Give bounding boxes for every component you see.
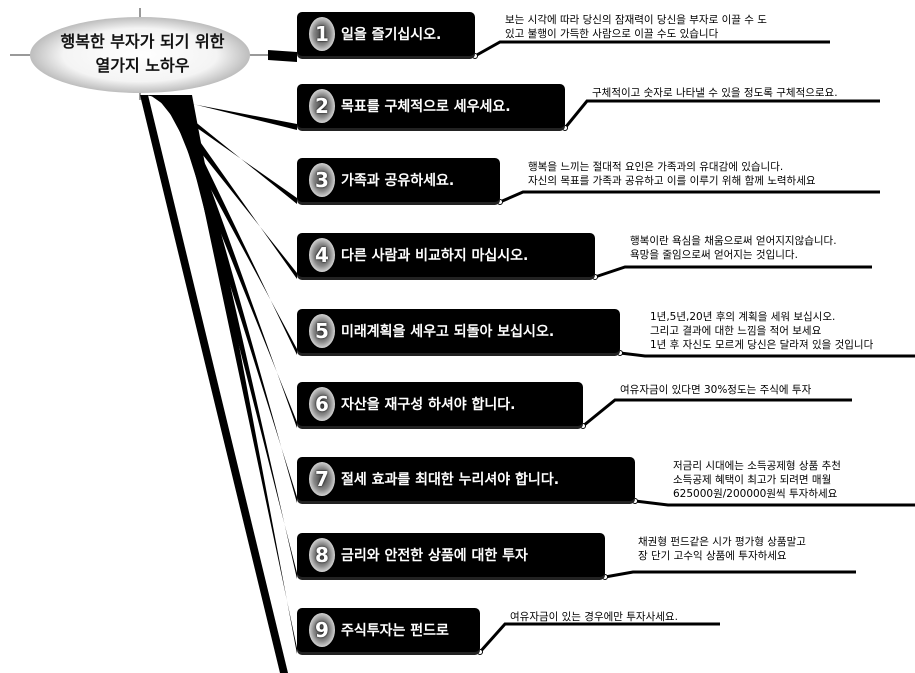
step-label: 일을 즐기십시오. — [341, 27, 442, 43]
step-box-2: 2 목표를 구체적으로 세우세요. — [297, 84, 565, 128]
number-badge: 4 — [309, 238, 335, 272]
step-note-4: 행복이란 욕심을 채움으로써 얻어지지않습니다. 욕망을 줄임으로써 얻어지는 것… — [630, 234, 837, 262]
note-line: 행복이란 욕심을 채움으로써 얻어지지않습니다. — [630, 235, 837, 247]
callout-line-1 — [474, 40, 830, 58]
branch-10 — [140, 95, 288, 673]
step-label: 절세 효과를 최대한 누리셔야 합니다. — [341, 472, 560, 488]
number-badge: 1 — [309, 17, 335, 51]
note-line: 여유자금이 있는 경우에만 투자사세요. — [510, 611, 678, 623]
step-box-1: 1 일을 즐기십시오. — [297, 12, 475, 56]
note-line: 있고 불행이 가득한 사람으로 이끌 수도 있습니다 — [505, 28, 719, 40]
number-badge: 2 — [309, 89, 335, 123]
step-box-8: 8 금리와 안전한 상품에 대한 투자 — [297, 533, 605, 577]
callout-line-3 — [499, 190, 880, 204]
note-line: 1년,5년,20년 후의 계획을 세워 보십시오. — [650, 311, 836, 323]
note-line: 그리고 결과에 대한 느낌을 적어 보세요 — [650, 325, 822, 337]
note-line: 자신의 목표를 가족과 공유하고 이를 이루기 위해 함께 노력하세요 — [528, 175, 816, 187]
step-box-9: 9 주식투자는 펀드로 — [297, 608, 480, 652]
branch-7 — [170, 95, 297, 503]
step-box-4: 4 다른 사람과 비교하지 마십시오. — [297, 233, 595, 277]
step-box-6: 6 자산을 재구성 하셔야 합니다. — [297, 382, 583, 426]
callout-line-5 — [619, 351, 915, 358]
step-note-9: 여유자금이 있는 경우에만 투자사세요. — [510, 610, 678, 624]
step-note-3: 행복을 느끼는 절대적 요인은 가족과의 유대감에 있습니다. 자신의 목표를 가… — [528, 160, 816, 188]
number-badge: 6 — [309, 387, 335, 421]
number-badge: 7 — [309, 462, 335, 496]
step-label: 자산을 재구성 하셔야 합니다. — [341, 397, 516, 413]
note-line: 625000원/200000원씩 투자하세요 — [673, 488, 838, 500]
number-badge: 3 — [309, 163, 335, 197]
step-label: 가족과 공유하세요. — [341, 173, 455, 189]
title-line-1: 행복한 부자가 되기 위한 — [60, 32, 225, 51]
step-label: 주식투자는 펀드로 — [341, 623, 449, 639]
callout-line-9 — [478, 622, 720, 653]
step-label: 다른 사람과 비교하지 마십시오. — [341, 248, 529, 264]
number-badge: 9 — [309, 613, 335, 647]
step-note-2: 구체적이고 숫자로 나타낼 수 있을 정도록 구체적으로요. — [592, 86, 838, 100]
note-line: 보는 시각에 따라 당신의 잠재력이 당신을 부자로 이끌 수 도 — [505, 14, 767, 26]
note-line: 구체적이고 숫자로 나타낼 수 있을 정도록 구체적으로요. — [592, 87, 838, 99]
step-label: 금리와 안전한 상품에 대한 투자 — [341, 548, 528, 564]
step-note-6: 여유자금이 있다면 30%정도는 주식에 투자 — [620, 383, 811, 397]
note-line: 장 단기 고수익 상품에 투자하세요 — [638, 550, 787, 562]
callout-line-2 — [563, 99, 880, 129]
note-line: 욕망을 줄임으로써 얻어지는 것입니다. — [630, 249, 798, 261]
step-box-5: 5 미래계획을 세우고 되돌아 보십시오. — [297, 309, 620, 353]
title-ellipse — [30, 17, 250, 93]
callout-line-4 — [594, 265, 872, 279]
note-line: 1년 후 자신도 모르게 당신은 달라져 있을 것입니다 — [650, 339, 874, 351]
branch-1 — [268, 50, 297, 62]
step-label: 미래계획을 세우고 되돌아 보십시오. — [341, 324, 555, 340]
step-box-3: 3 가족과 공유하세요. — [297, 158, 500, 202]
note-line: 행복을 느끼는 절대적 요인은 가족과의 유대감에 있습니다. — [528, 161, 784, 173]
number-badge: 8 — [309, 538, 335, 572]
number-badge: 5 — [309, 314, 335, 348]
step-label: 목표를 구체적으로 세우세요. — [341, 99, 511, 115]
callout-line-7 — [634, 499, 915, 507]
note-line: 여유자금이 있다면 30%정도는 주식에 투자 — [620, 384, 812, 396]
step-note-5: 1년,5년,20년 후의 계획을 세워 보십시오. 그리고 결과에 대한 느낌을 … — [650, 310, 873, 352]
step-box-7: 7 절세 효과를 최대한 누리셔야 합니다. — [297, 457, 635, 501]
note-line: 소득공제 혜택이 최고가 되려면 매월 — [673, 474, 832, 486]
callout-line-6 — [582, 398, 852, 428]
note-line: 저금리 시대에는 소득공제형 상품 추천 — [673, 460, 841, 472]
diagram-title: 행복한 부자가 되기 위한 열가지 노하우 — [35, 30, 250, 78]
note-line: 채권형 펀드같은 시가 평가형 상품말고 — [638, 536, 806, 548]
callout-line-8 — [604, 570, 856, 579]
title-line-2: 열가지 노하우 — [95, 56, 190, 75]
